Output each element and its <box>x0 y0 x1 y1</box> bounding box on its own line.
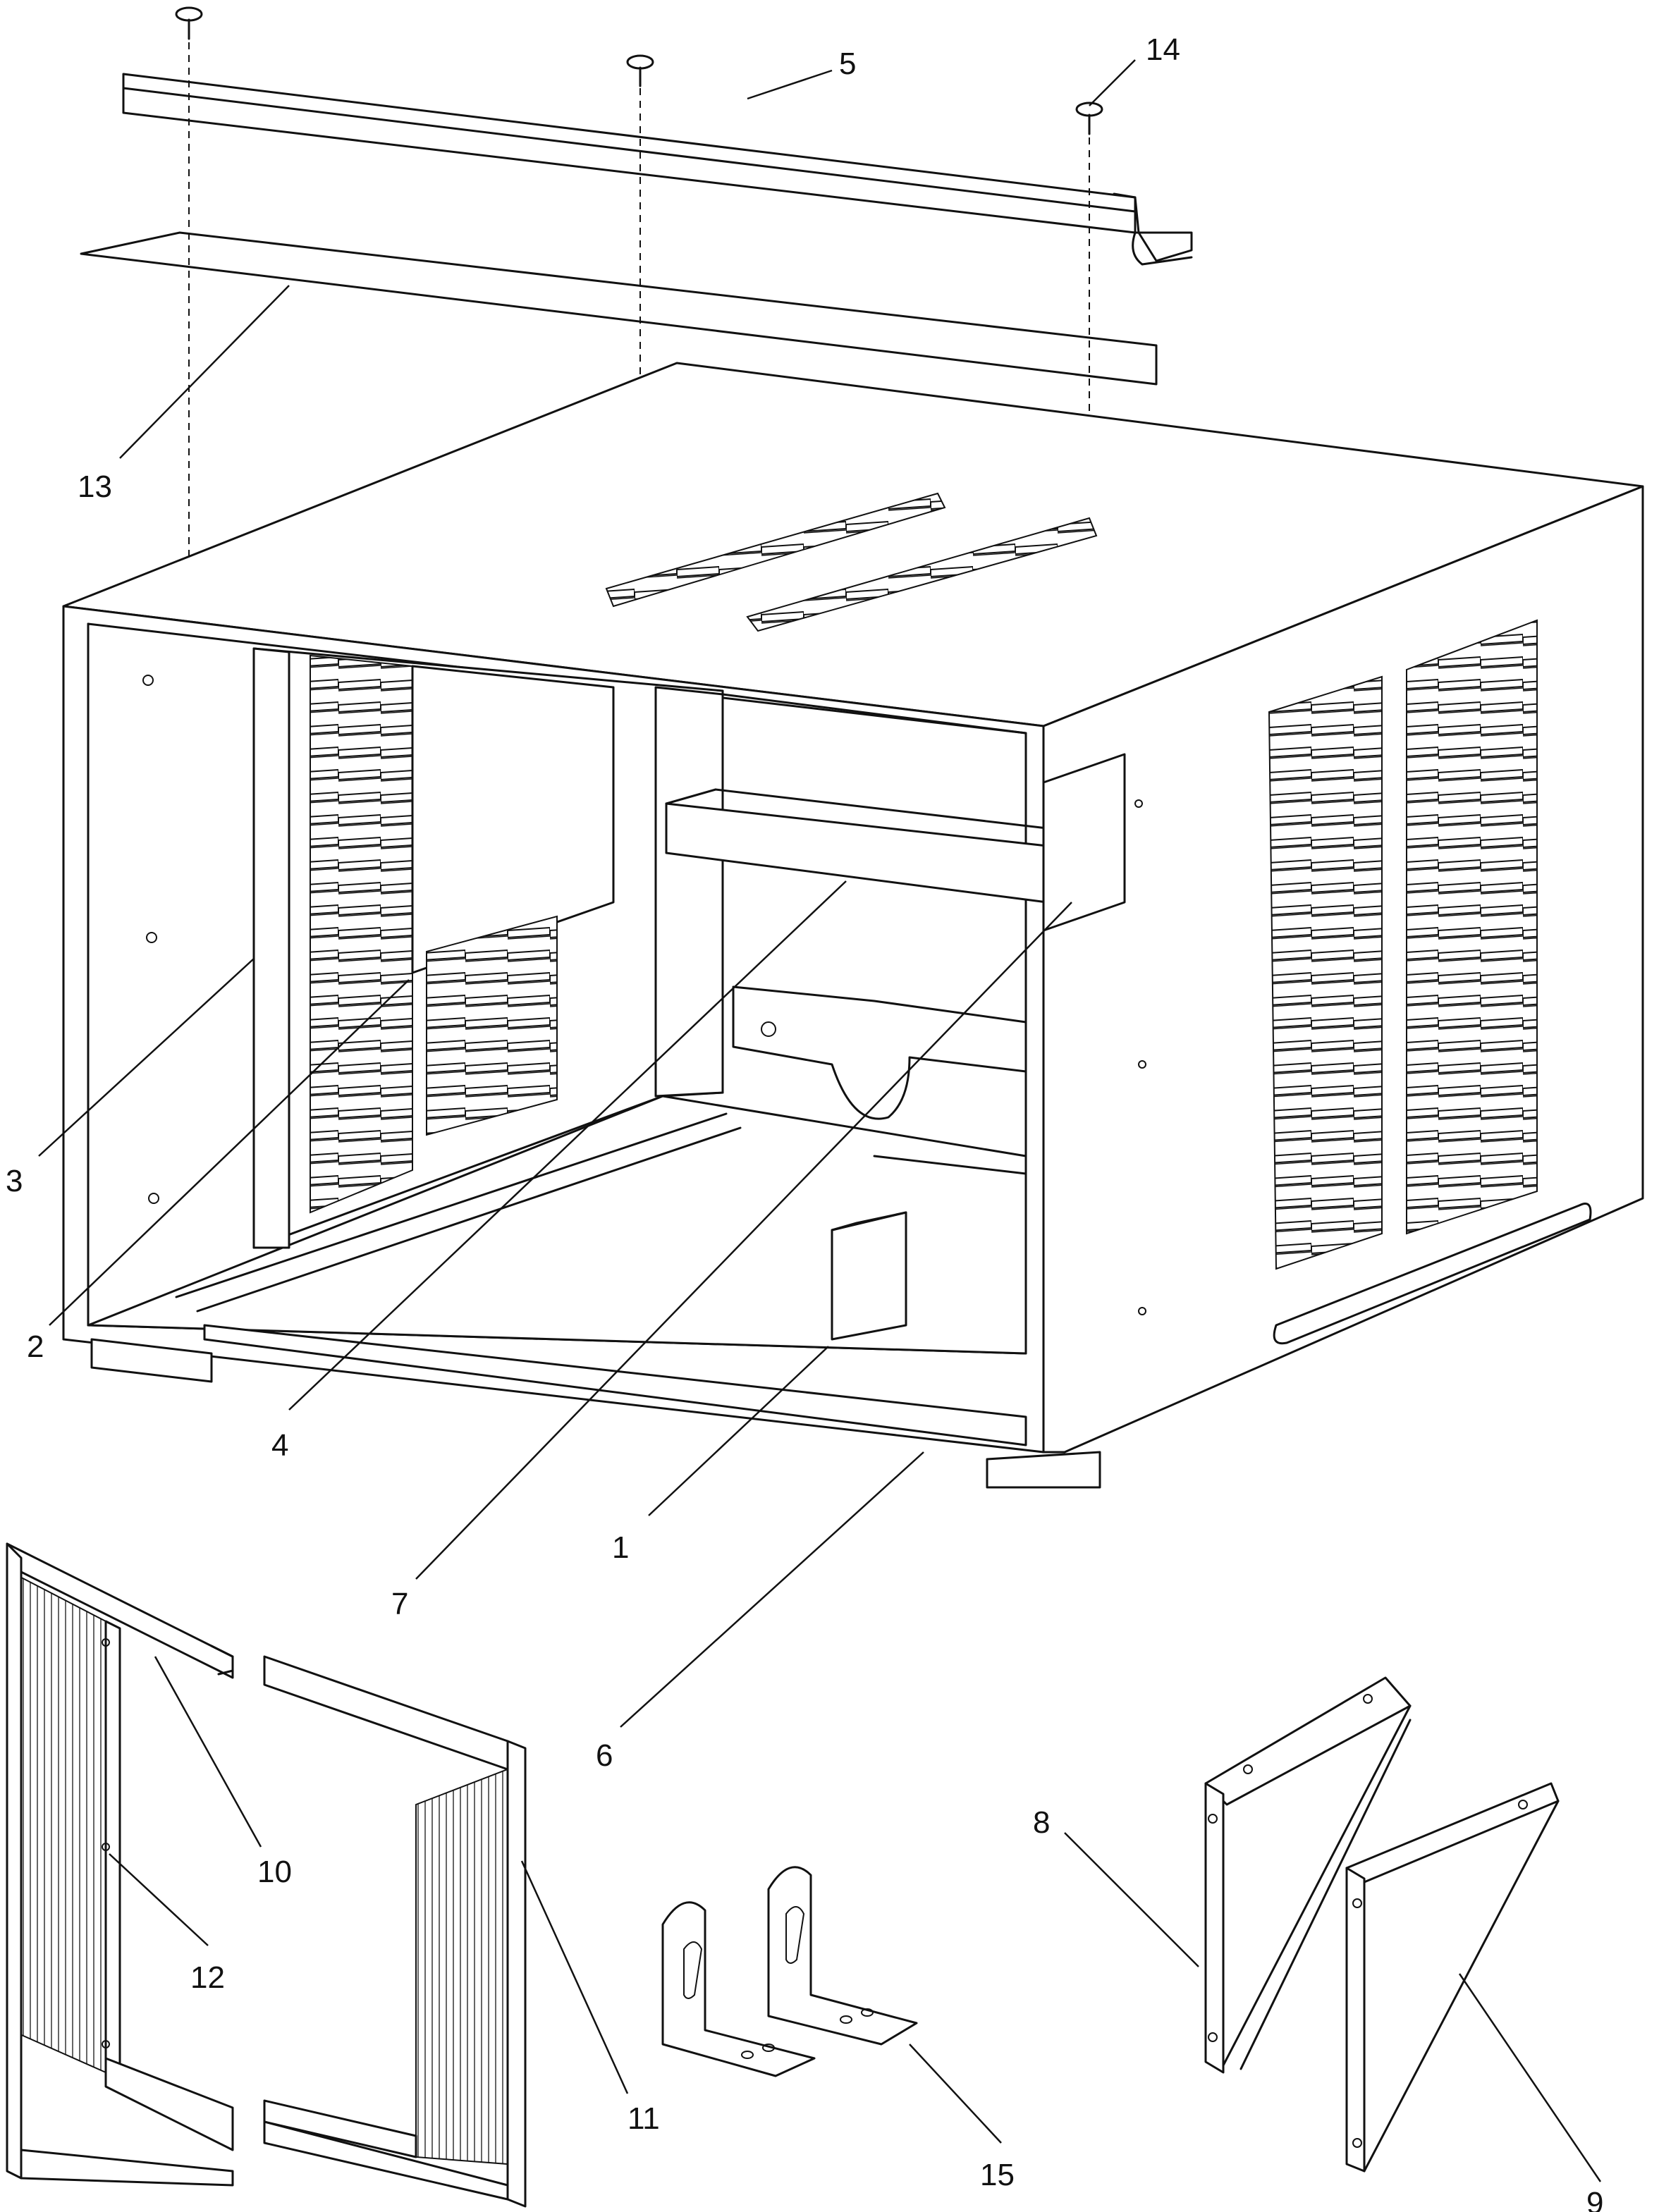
callout-14: 14 <box>1146 32 1180 67</box>
gasket-sheet <box>80 231 1158 386</box>
callout-12: 12 <box>190 1960 225 1995</box>
callout-10: 10 <box>257 1855 292 1889</box>
screw-icon <box>1075 102 1103 135</box>
l-brackets <box>661 1866 918 2077</box>
cabinet <box>62 362 1644 1489</box>
leader-lines <box>38 59 1602 2182</box>
support-brackets <box>1204 1676 1560 2173</box>
callout-5: 5 <box>839 47 856 81</box>
screw-icon <box>175 6 203 40</box>
screws <box>175 6 1103 691</box>
callout-13: 13 <box>78 469 112 504</box>
callout-15: 15 <box>980 2158 1015 2192</box>
left-curtain <box>6 1542 234 2187</box>
callout-3: 3 <box>6 1164 23 1198</box>
callout-2: 2 <box>27 1329 44 1364</box>
callout-11: 11 <box>628 2101 660 2136</box>
right-curtain <box>263 1655 527 2208</box>
callout-1: 1 <box>612 1530 629 1565</box>
callout-7: 7 <box>391 1587 408 1621</box>
callout-6: 6 <box>596 1738 613 1773</box>
top-rail <box>122 73 1193 266</box>
callout-labels: 1 2 3 4 5 6 7 8 9 10 11 12 13 14 15 <box>6 32 1603 2212</box>
callout-4: 4 <box>271 1428 288 1463</box>
screw-icon <box>626 54 654 87</box>
callout-9: 9 <box>1586 2186 1603 2212</box>
callout-8: 8 <box>1033 1805 1050 1840</box>
